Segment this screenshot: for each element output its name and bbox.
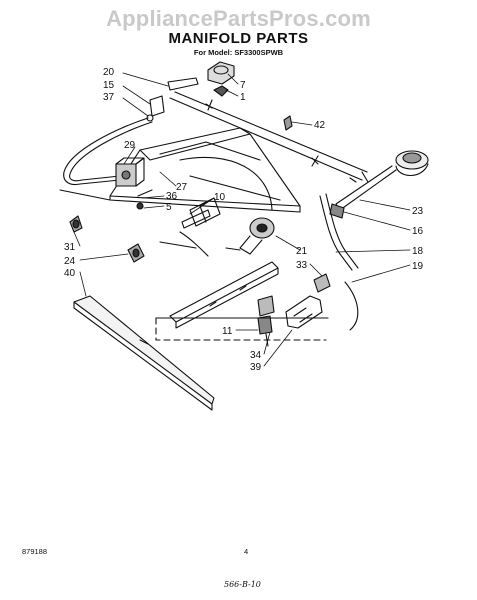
callout-27: 27 [176, 182, 188, 193]
callout-1: 1 [240, 92, 246, 103]
callout-5: 5 [166, 202, 172, 213]
regulator-part [115, 157, 145, 187]
callout-42: 42 [314, 120, 326, 131]
clip-part [283, 115, 293, 131]
gas-tube [63, 114, 154, 186]
callout-10: 10 [214, 192, 226, 203]
diagram-title: MANIFOLD PARTS [168, 30, 309, 47]
callout-16: 16 [412, 226, 424, 237]
callout-31: 31 [64, 242, 76, 253]
callout-29: 29 [124, 140, 136, 151]
top-valve-part [207, 61, 235, 97]
handwritten-note: 566-B-10 [224, 580, 261, 589]
bracket-part [149, 77, 199, 117]
valve-stems [136, 189, 221, 257]
callout-33: 33 [296, 260, 308, 271]
callout-11: 11 [222, 326, 233, 337]
manifold-rail [169, 91, 369, 183]
callout-24: 24 [64, 256, 76, 267]
igniter-part [225, 217, 275, 255]
burner-head-part [329, 150, 429, 219]
callout-37: 37 [103, 92, 115, 103]
lower-manifold [155, 261, 331, 347]
callout-18: 18 [412, 246, 424, 257]
callout-21: 21 [296, 246, 308, 257]
page-number: 4 [244, 547, 249, 556]
knob-parts [69, 215, 145, 263]
callout-20: 20 [103, 67, 115, 78]
footer-code: 879188 [22, 547, 48, 556]
callout-40: 40 [64, 268, 76, 279]
model-subtitle: For Model: SF3300SPWB [193, 48, 284, 57]
callout-36: 36 [166, 191, 178, 202]
callout-39: 39 [250, 362, 262, 373]
watermark: AppliancePartsPros.com [106, 6, 371, 31]
leader-lines [73, 72, 411, 367]
callout-7: 7 [240, 80, 246, 91]
callout-15: 15 [103, 80, 115, 91]
callout-34: 34 [250, 350, 262, 361]
callout-23: 23 [412, 206, 424, 217]
callout-labels: 20 15 37 7 1 42 29 27 36 5 10 23 16 18 1… [64, 67, 424, 373]
callout-19: 19 [412, 261, 424, 272]
front-panel-part [73, 295, 215, 411]
